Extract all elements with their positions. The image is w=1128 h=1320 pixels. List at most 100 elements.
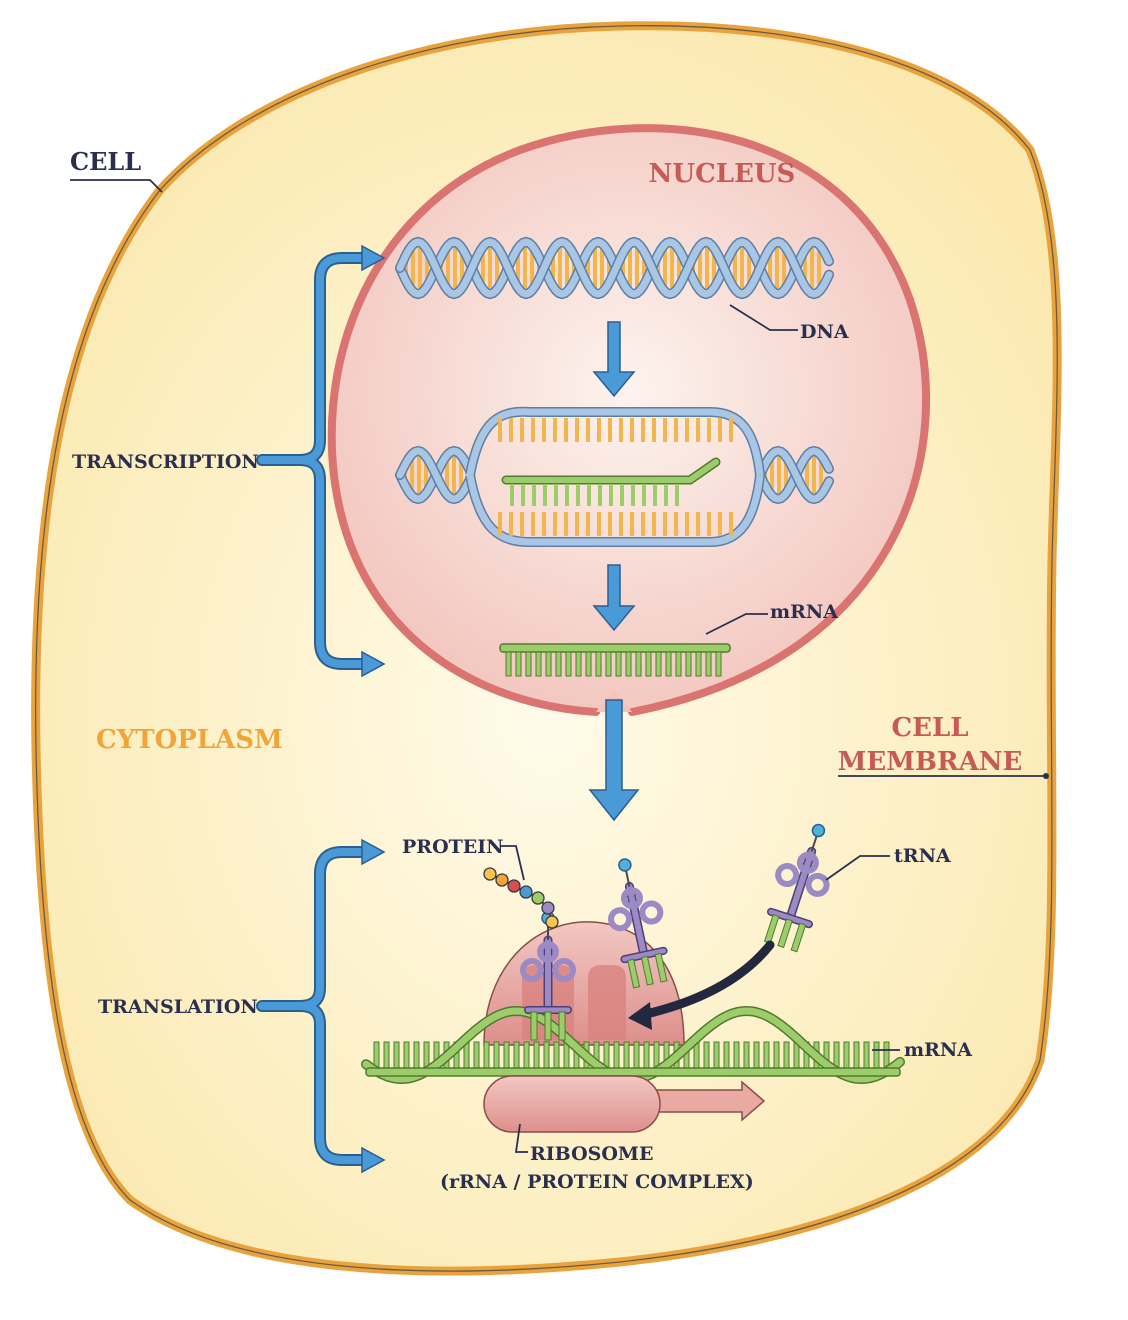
export-arrow (588, 699, 640, 822)
trna-stem (626, 883, 647, 958)
mrna-base (505, 651, 512, 677)
cell-membrane-label-line1: CELL (891, 713, 968, 743)
amino-acid (507, 879, 521, 893)
mrna-base (715, 651, 722, 677)
trna-anticodon-base (640, 955, 654, 986)
amino-acid (541, 901, 555, 915)
amino-acid (545, 915, 559, 929)
mrna-base (625, 651, 632, 677)
trna-body (608, 858, 668, 989)
translation-bracket (256, 838, 386, 1174)
mrna-base (545, 651, 552, 677)
trna-top-loop (796, 851, 819, 874)
cell-membrane-inner-line (35, 25, 1058, 1272)
mrna-base (535, 651, 542, 677)
trna-anticodon-bar (768, 909, 812, 927)
mrna-strand-nucleus (499, 643, 731, 677)
mrna-base (565, 651, 572, 677)
protein-label: PROTEIN (402, 836, 504, 858)
trna-top-loop (537, 941, 559, 963)
trna-anticodon-base (530, 1011, 538, 1041)
mrna-cytoplasm-label: mRNA (904, 1039, 972, 1061)
cell-label: CELL (70, 147, 141, 176)
amino-acid-bead (811, 823, 826, 838)
mrna-base (705, 651, 712, 677)
trna-anticodon-base (627, 958, 641, 989)
amino-acid (495, 873, 509, 887)
leader-lines (70, 179, 1046, 1153)
trna-in-ribosome-p-site (520, 911, 576, 1041)
dna-label: DNA (800, 321, 849, 343)
mrna-nucleus-label: mRNA (770, 601, 838, 623)
trna-left-loop (608, 907, 633, 932)
mrna-strand-cytoplasm (361, 1005, 905, 1085)
ribosome-small-subunit (483, 1075, 766, 1133)
dna-backbone (396, 447, 473, 503)
mrna-backbone (499, 643, 731, 653)
trna-label: tRNA (894, 845, 951, 867)
leader-trna (825, 855, 890, 881)
trna-anticodon-base (790, 922, 807, 953)
mrna-backbone (365, 1067, 901, 1077)
trna-in-ribosome-a-site (608, 858, 668, 989)
cell-membrane-label-line2: MEMBRANE (838, 747, 1023, 777)
ribosome-label-line2: (rRNA / PROTEIN COMPLEX) (440, 1171, 754, 1193)
trna-anticodon-base (558, 1011, 566, 1041)
trna-body (763, 823, 830, 953)
dna-transcription-bubble (395, 406, 834, 547)
transcription-label: TRANSCRIPTION (72, 451, 259, 473)
leader-dna (729, 304, 798, 331)
trna-entry-arrow (628, 940, 775, 1030)
trna-acceptor-stem (810, 835, 818, 852)
trna-anticodon-base (544, 1011, 552, 1041)
dna-upper-strand (466, 408, 764, 476)
trna-top-loop (620, 887, 643, 910)
mrna-base (635, 651, 642, 677)
leader-ribosome (514, 1123, 528, 1153)
mrna-base (665, 651, 672, 677)
nucleus-label: NUCLEUS (649, 159, 796, 189)
trna-left-loop (775, 863, 800, 888)
down-arrow-2 (592, 564, 636, 632)
cell-membrane-leader-dot (1043, 773, 1049, 779)
leader-cell (70, 179, 163, 193)
mrna-base (605, 651, 612, 677)
trna-right-loop (639, 900, 664, 925)
dna-backbone (396, 238, 833, 298)
mrna-base (595, 651, 602, 677)
mrna-base (685, 651, 692, 677)
down-arrow-1 (592, 321, 636, 398)
mrna-base (655, 651, 662, 677)
amino-acid (531, 891, 545, 905)
trna-anticodon-base (777, 918, 793, 949)
mrna-base (515, 651, 522, 677)
trna-anticodon-base (654, 952, 668, 983)
leader-mrna-nucleus (705, 613, 768, 635)
mrna-base (525, 651, 532, 677)
nascent-rna (503, 459, 719, 483)
transcription-bracket (256, 244, 386, 678)
trna-left-loop (520, 958, 544, 982)
ribosome-label-line1: RIBOSOME (530, 1143, 653, 1165)
trna-incoming (763, 823, 830, 953)
trna-body (520, 911, 576, 1041)
mrna-base (555, 651, 562, 677)
trna-right-loop (552, 958, 576, 982)
mrna-base (675, 651, 682, 677)
leader-protein (500, 845, 525, 881)
amino-acid-bead (618, 858, 632, 872)
amino-acid (519, 885, 533, 899)
trna-stem (787, 848, 815, 921)
mrna-base (575, 651, 582, 677)
mrna-base (645, 651, 652, 677)
dna-double-helix (395, 236, 834, 300)
amino-acid (483, 867, 497, 881)
mrna-base (695, 651, 702, 677)
dna-lower-strand (466, 474, 764, 546)
trna-acceptor-stem (625, 870, 631, 887)
mrna-base (585, 651, 592, 677)
translation-label: TRANSLATION (98, 996, 258, 1018)
polypeptide-chain (483, 867, 559, 929)
trna-right-loop (805, 872, 830, 897)
